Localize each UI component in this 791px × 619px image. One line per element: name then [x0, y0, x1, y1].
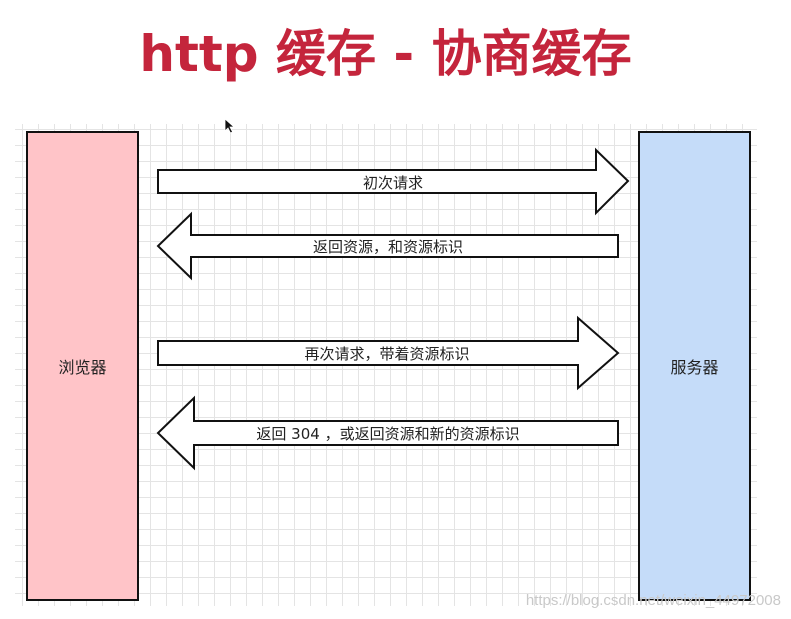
response-arrow-1: [156, 211, 619, 281]
server-label: 服务器: [670, 358, 719, 377]
browser-label: 浏览器: [58, 358, 107, 377]
response-arrow-2: [156, 395, 619, 471]
request-label-1: 初次请求: [363, 174, 423, 192]
response-label-2: 返回 304 ，或返回资源和新的资源标识: [256, 425, 519, 443]
request-label-2: 再次请求，带着资源标识: [304, 345, 469, 363]
watermark: https://blog.csdn.net/weixin_44972008: [525, 592, 781, 609]
browser-node: 浏览器: [26, 131, 139, 601]
server-node: 服务器: [638, 131, 751, 601]
response-label-1: 返回资源，和资源标识: [313, 238, 463, 256]
diagram-title: http 缓存 - 协商缓存: [139, 25, 632, 83]
request-arrow-1: [157, 147, 630, 216]
mouse-cursor-icon: [224, 118, 236, 134]
request-arrow-2: [157, 315, 620, 391]
